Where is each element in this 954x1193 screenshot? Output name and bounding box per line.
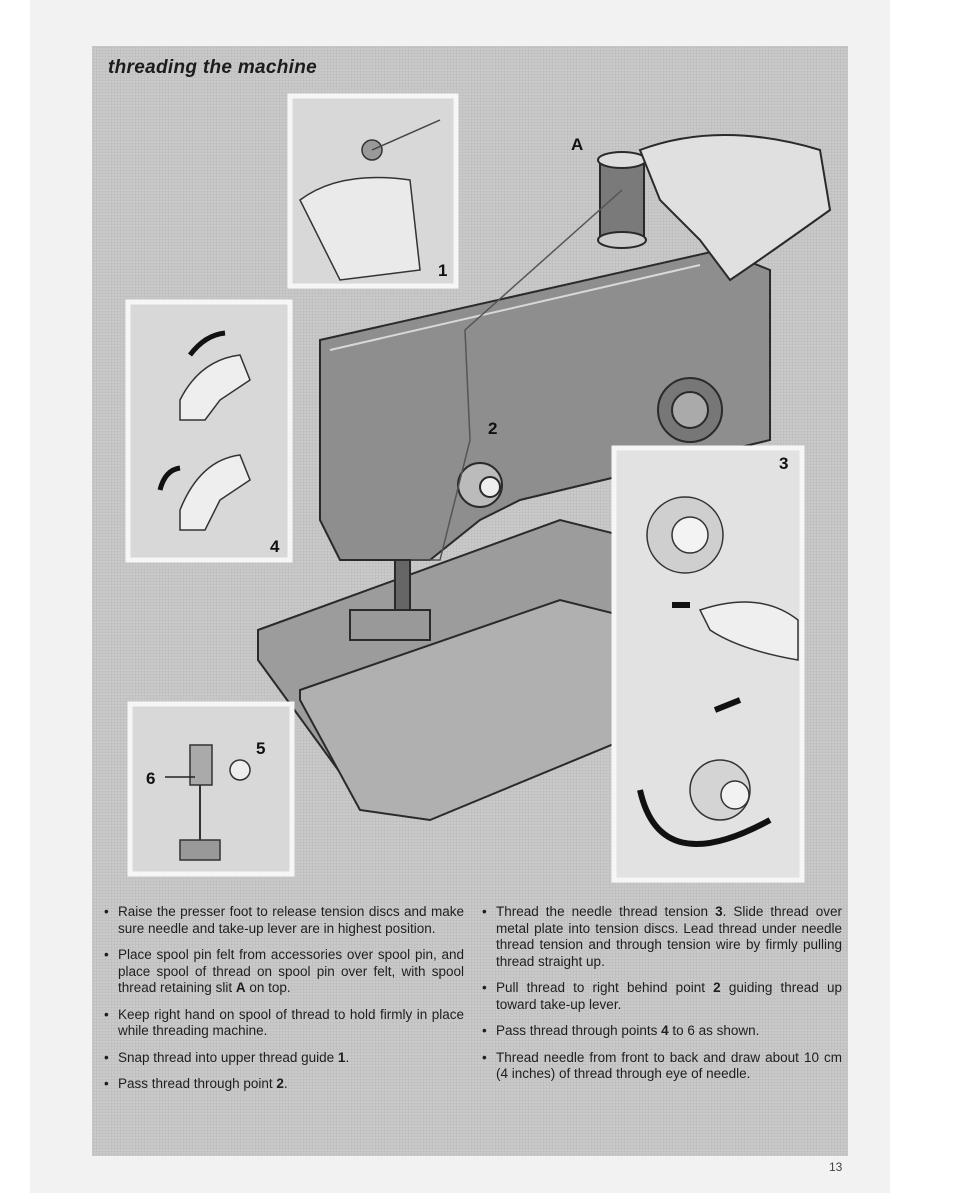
page-number: 13 <box>829 1160 843 1174</box>
page-title: threading the machine <box>108 57 318 78</box>
instructions-left-column: Raise the presser foot to release tensio… <box>102 904 464 1103</box>
label-4: 4 <box>270 537 280 556</box>
instructions-right-column: Thread the needle thread tension 3. Slid… <box>480 904 842 1093</box>
instruction-item: Snap thread into upper thread guide 1. <box>102 1050 464 1067</box>
label-6: 6 <box>146 769 155 788</box>
instruction-item: Raise the presser foot to release tensio… <box>102 904 464 937</box>
instruction-item: Pass thread through point 2. <box>102 1076 464 1093</box>
instruction-item: Pull thread to right behind point 2 guid… <box>480 980 842 1013</box>
label-3: 3 <box>779 454 788 473</box>
instruction-item: Pass thread through points 4 to 6 as sho… <box>480 1023 842 1040</box>
label-a: A <box>571 135 583 154</box>
label-1: 1 <box>438 261 447 280</box>
instruction-item: Thread needle from front to back and dra… <box>480 1050 842 1083</box>
instruction-item: Keep right hand on spool of thread to ho… <box>102 1007 464 1040</box>
label-5: 5 <box>256 739 265 758</box>
instruction-item: Thread the needle thread tension 3. Slid… <box>480 904 842 970</box>
instruction-item: Place spool pin felt from accessories ov… <box>102 947 464 997</box>
label-2: 2 <box>488 419 497 438</box>
